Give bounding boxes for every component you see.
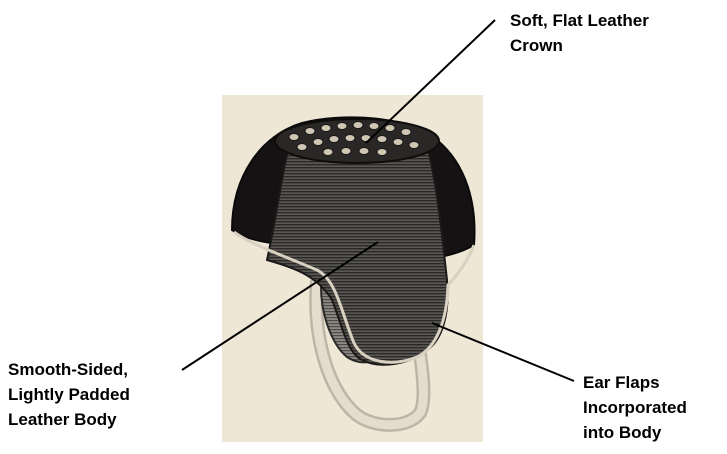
label-body-line1: Smooth-Sided,	[8, 357, 130, 382]
label-crown-line1: Soft, Flat Leather	[510, 8, 649, 33]
label-ear-flaps: Ear Flaps Incorporated into Body	[583, 370, 687, 445]
label-body-line2: Lightly Padded	[8, 382, 130, 407]
label-crown-line2: Crown	[510, 33, 649, 58]
label-ear-line3: into Body	[583, 420, 687, 445]
label-ear-line1: Ear Flaps	[583, 370, 687, 395]
leather-helmet-illustration	[222, 95, 483, 442]
label-ear-line2: Incorporated	[583, 395, 687, 420]
label-body: Smooth-Sided, Lightly Padded Leather Bod…	[8, 357, 130, 432]
label-crown: Soft, Flat Leather Crown	[510, 8, 649, 58]
label-body-line3: Leather Body	[8, 407, 130, 432]
